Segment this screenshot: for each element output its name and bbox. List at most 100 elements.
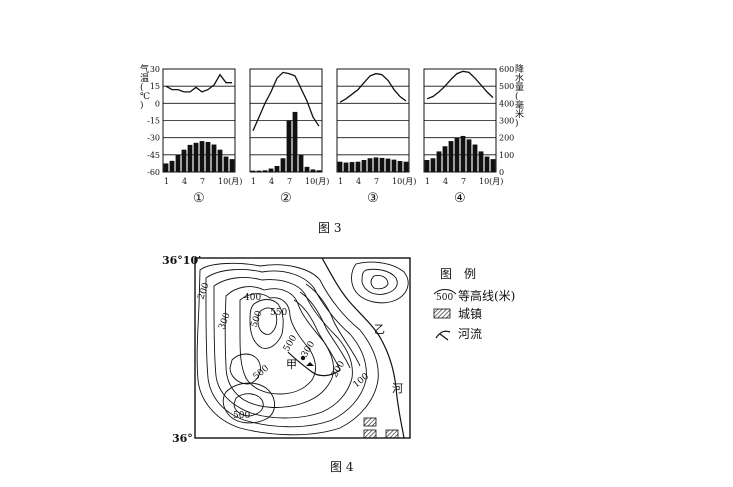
- precipitation-unit-char: 毫: [515, 99, 524, 111]
- month-tick: 7: [374, 177, 379, 186]
- precipitation-unit-char: 降: [515, 63, 524, 75]
- precipitation-bar: [436, 151, 442, 172]
- month-tick: 4: [443, 177, 448, 186]
- precipitation-bar: [229, 159, 235, 172]
- contour-line: [370, 275, 389, 290]
- point-jia-label: 甲: [286, 358, 297, 371]
- temperature-unit-char: ℃: [140, 92, 150, 102]
- precipitation-bar: [298, 154, 304, 172]
- precipitation-bar: [454, 137, 460, 172]
- precipitation-bar: [379, 157, 385, 172]
- precipitation-bar: [337, 161, 343, 172]
- month-tick: 10(月): [479, 177, 503, 186]
- precipitation-bar: [286, 120, 292, 172]
- month-tick: 4: [356, 177, 361, 186]
- point-jia-marker: [300, 355, 306, 361]
- contour-line: [299, 291, 351, 369]
- figure-4-caption: 图 4: [330, 460, 354, 474]
- town-marker: [385, 429, 399, 438]
- precipitation-bar: [403, 161, 409, 172]
- temperature-axis-title: 气温(℃): [140, 63, 150, 111]
- temperature-tick: 30: [150, 65, 160, 74]
- legend-town-text: 城镇: [458, 307, 482, 321]
- temperature-tick: -45: [147, 151, 160, 160]
- precipitation-bar: [211, 144, 217, 172]
- precipitation-bar: [187, 144, 193, 172]
- precipitation-bar: [181, 149, 187, 172]
- precipitation-bar: [310, 169, 316, 172]
- month-tick: 7: [287, 177, 292, 186]
- precipitation-bar: [484, 156, 490, 172]
- precipitation-bar: [250, 170, 256, 172]
- precipitation-tick: 100: [499, 151, 514, 160]
- river-label: 河: [392, 382, 403, 395]
- precipitation-axis-title: 降水量(毫米): [515, 63, 524, 129]
- contour-label: 400: [244, 293, 261, 303]
- precipitation-tick: 600: [499, 65, 514, 74]
- month-tick: 10(月): [305, 177, 329, 186]
- contour-line: [351, 261, 409, 304]
- precipitation-tick: 500: [499, 82, 514, 91]
- precipitation-bar: [175, 154, 181, 172]
- precipitation-bar: [217, 149, 223, 172]
- contour-line: [239, 293, 317, 395]
- contour-label: 100: [352, 371, 372, 390]
- legend-river-text: 河流: [458, 327, 482, 341]
- precipitation-bar: [373, 157, 379, 172]
- precipitation-bar: [466, 139, 472, 172]
- precipitation-bar: [262, 170, 268, 172]
- river-tributary: [287, 351, 341, 377]
- precipitation-bar: [349, 162, 355, 172]
- legend-town-icon: [433, 308, 451, 319]
- temperature-unit-char: (: [140, 82, 144, 93]
- precipitation-bar: [280, 158, 286, 172]
- latitude-bottom-label: 36°: [172, 432, 193, 445]
- month-tick: 10(月): [218, 177, 242, 186]
- contour-label: 200: [196, 281, 211, 301]
- figure-4: 36°10′ 36°: [162, 254, 515, 474]
- river: [321, 258, 405, 438]
- map-legend: 图 例 500 等高线(米) 城镇 河流: [433, 267, 515, 341]
- temperature-curve: [165, 73, 232, 93]
- precipitation-bar: [430, 158, 436, 172]
- contour-line: [233, 393, 264, 417]
- month-tick: 7: [461, 177, 466, 186]
- contour-label: 500: [249, 309, 264, 329]
- month-tick: 4: [182, 177, 187, 186]
- precipitation-bar: [316, 170, 322, 172]
- precipitation-bar: [343, 162, 349, 172]
- precipitation-tick: 400: [499, 99, 514, 108]
- temperature-tick: -15: [147, 117, 160, 126]
- figure-3-caption: 图 3: [318, 221, 341, 235]
- contour-line: [196, 262, 379, 436]
- month-tick: 1: [164, 177, 169, 186]
- legend-title: 图 例: [440, 267, 476, 281]
- precipitation-bar: [274, 165, 280, 172]
- precipitation-bar: [268, 168, 274, 172]
- precipitation-bar: [478, 151, 484, 172]
- legend-contour-text: 等高线(米): [458, 288, 515, 303]
- month-tick: 7: [200, 177, 205, 186]
- temperature-unit-char: 温: [140, 73, 149, 84]
- temperature-tick: -60: [147, 168, 160, 177]
- contour-line: [293, 299, 341, 371]
- contour-line: [222, 382, 275, 424]
- point-yi-label: 乙: [374, 323, 385, 336]
- contour-line: [257, 307, 278, 335]
- contour-label: 300: [300, 339, 317, 359]
- contour-label: 500: [233, 411, 250, 421]
- precipitation-unit-char: 量: [515, 82, 524, 93]
- precipitation-bar: [193, 142, 199, 172]
- precipitation-bar: [355, 161, 361, 172]
- precipitation-bar: [256, 170, 262, 172]
- temperature-curve: [426, 70, 494, 100]
- month-tick: 10(月): [392, 177, 416, 186]
- contour-label: 500: [282, 333, 299, 353]
- precipitation-bar: [448, 141, 454, 172]
- precipitation-bar: [367, 158, 373, 172]
- temperature-curve: [252, 71, 320, 132]
- temperature-tick: -30: [147, 134, 160, 143]
